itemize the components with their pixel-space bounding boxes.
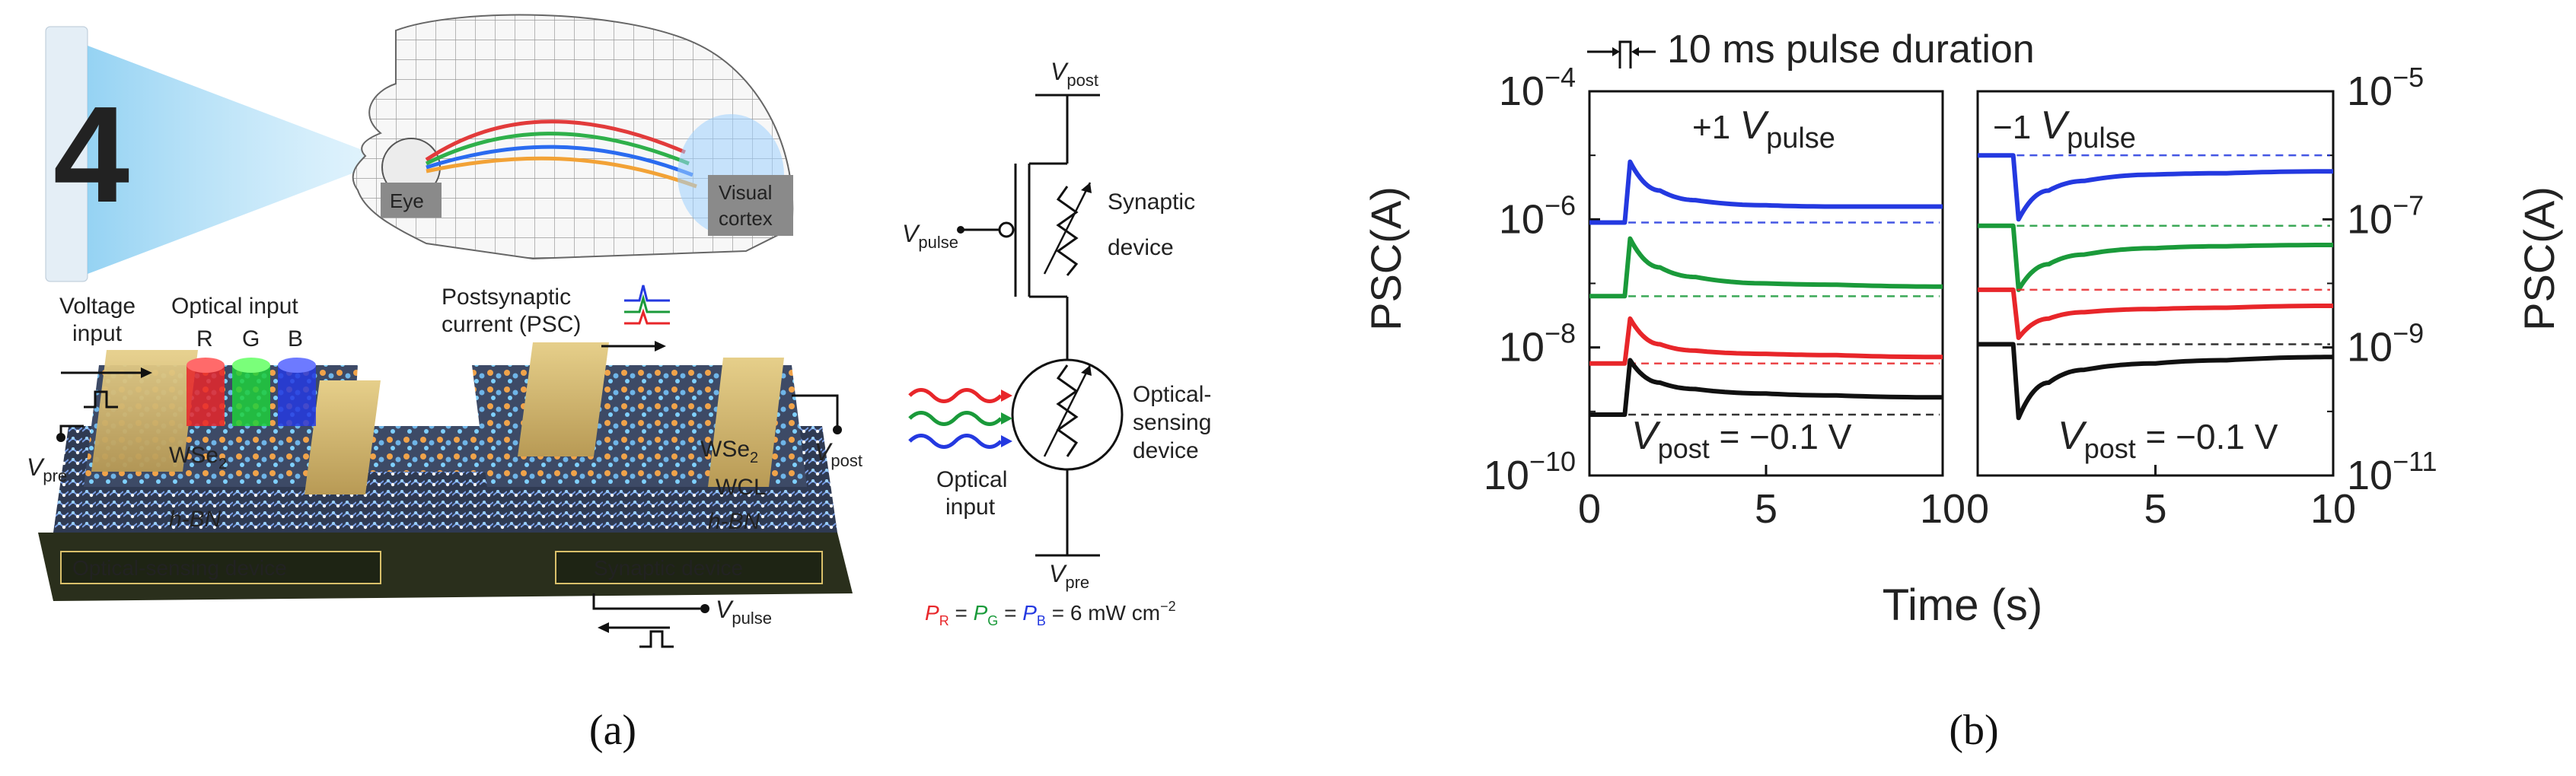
wcl-right: WCL bbox=[716, 475, 767, 500]
circuit-optical-input-2: input bbox=[945, 495, 996, 520]
rgb-sources bbox=[187, 358, 316, 426]
x-tick-label: 0 bbox=[1578, 486, 1601, 532]
circuit-optical-2: sensing bbox=[1133, 410, 1211, 435]
g-label: G bbox=[242, 326, 260, 351]
cortex-label-1: Visual bbox=[719, 181, 772, 204]
vpost-label: Vpost = −0.1 V bbox=[1631, 414, 1852, 464]
psc-label-1: Postsynaptic bbox=[442, 285, 571, 310]
psc-label-2: current (PSC) bbox=[442, 312, 581, 337]
vpulse-device: Vpulse bbox=[716, 596, 772, 628]
vpost-device: Vpost bbox=[815, 438, 862, 470]
r-label: R bbox=[196, 326, 213, 351]
series-line bbox=[1589, 159, 1943, 225]
optical-input-label: Optical input bbox=[171, 294, 298, 319]
circuit-vpulse: Vpulse bbox=[902, 220, 958, 252]
y-tick-label: 10−8 bbox=[1499, 318, 1576, 371]
y-tick-label: 10−5 bbox=[2347, 62, 2424, 114]
device-illustration: Optical-sensing device Synaptic device O… bbox=[27, 285, 862, 648]
hbn-right: h-BN bbox=[708, 509, 760, 534]
series-line bbox=[1978, 223, 2333, 292]
wse2-left: WSe2 bbox=[169, 443, 227, 472]
circuit-optical-1: Optical- bbox=[1133, 382, 1211, 407]
pulse-polarity-label: +1 Vpulse bbox=[1692, 103, 1835, 154]
circuit-schematic: Vpost Vpulse Synaptic device Vpre Optica… bbox=[902, 58, 1211, 628]
circuit-synaptic-2: device bbox=[1108, 235, 1174, 260]
pulse-annotation: 10 ms pulse duration bbox=[1587, 27, 2035, 72]
vpost-label: Vpost = −0.1 V bbox=[2058, 414, 2278, 464]
y-axis-label-left: PSC(A) bbox=[1362, 186, 1410, 331]
series-line bbox=[1978, 287, 2333, 340]
eye-illustration: 4 Eye Visual cortex bbox=[45, 14, 794, 282]
circuit-synaptic-1: Synaptic bbox=[1108, 189, 1195, 215]
synaptic-device-label: Synaptic device bbox=[594, 556, 743, 580]
hbn-left: h-BN bbox=[169, 507, 222, 532]
y-tick-label: 10−4 bbox=[1499, 62, 1576, 114]
pulse-polarity-label: −1 Vpulse bbox=[1993, 103, 2136, 154]
cortex-label-2: cortex bbox=[719, 207, 773, 230]
panel-a: 4 Eye Visual cortex bbox=[27, 14, 1211, 754]
series-line bbox=[1589, 236, 1943, 299]
vpre-device: Vpre bbox=[27, 453, 67, 485]
circuit-vpre: Vpre bbox=[1049, 560, 1089, 592]
y-axis-label-right: PSC(A) bbox=[2515, 186, 2563, 331]
x-tick-label: 10 bbox=[1920, 486, 1965, 532]
voltage-input-label-1: Voltage bbox=[59, 294, 135, 319]
y-tick-label: 10−10 bbox=[1484, 446, 1576, 498]
x-axis-label: Time (s) bbox=[1883, 580, 2042, 630]
x-tick-label: 10 bbox=[2310, 486, 2356, 532]
y-tick-label: 10−11 bbox=[2347, 446, 2437, 498]
circuit-optical-3: device bbox=[1133, 438, 1199, 463]
x-tick-label: 5 bbox=[1755, 486, 1777, 532]
series-line bbox=[1978, 153, 2333, 222]
x-tick-label: 5 bbox=[2144, 486, 2166, 532]
circuit-optical-input-1: Optical bbox=[936, 467, 1007, 492]
series-line bbox=[1589, 358, 1943, 417]
circuit-vpost: Vpost bbox=[1050, 58, 1098, 90]
power-equation: PR = PG = PB = 6 mW cm−2 bbox=[925, 599, 1176, 628]
series-line bbox=[1978, 342, 2333, 421]
wse2-right: WSe2 bbox=[700, 437, 758, 466]
x-tick-label: 0 bbox=[1966, 486, 1989, 532]
panel-b-label: (b) bbox=[1949, 707, 1998, 754]
voltage-input-label-2: input bbox=[72, 321, 123, 346]
eye-label: Eye bbox=[390, 189, 424, 212]
panel-a-label: (a) bbox=[589, 707, 636, 754]
y-tick-label: 10−9 bbox=[2347, 318, 2424, 371]
series-line bbox=[1589, 316, 1943, 366]
y-tick-label: 10−7 bbox=[2347, 189, 2424, 242]
display-digit: 4 bbox=[53, 78, 129, 231]
y-tick-label: 10−6 bbox=[1499, 189, 1576, 242]
pulse-duration-label: 10 ms pulse duration bbox=[1667, 27, 2035, 72]
b-label: B bbox=[288, 326, 303, 351]
optical-sensing-device-label: Optical-sensing device bbox=[72, 556, 287, 580]
